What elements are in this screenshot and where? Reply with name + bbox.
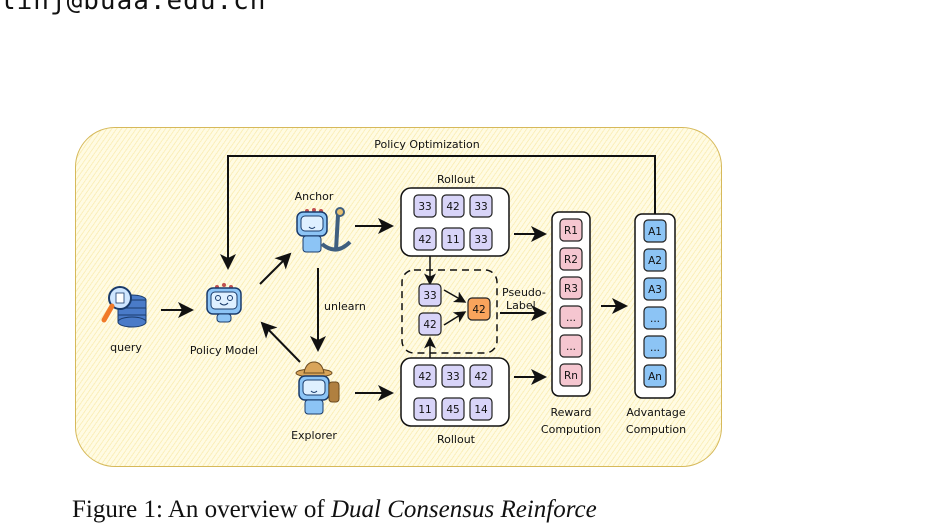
- explorer-to-policy-arrow: [260, 321, 301, 363]
- rollout-top-cell: [469, 227, 493, 251]
- figure-panel: [75, 127, 722, 467]
- query-label: query: [110, 341, 142, 354]
- advantage-cell: [643, 219, 667, 243]
- explorer-label: Explorer: [291, 429, 337, 442]
- rollout-top-cell-text: 42: [446, 201, 459, 213]
- reward-cell-text: ...: [566, 312, 576, 324]
- consensus-input-cell-text: 33: [423, 290, 436, 302]
- rollout-top-cell: [413, 194, 437, 218]
- vote-arrow-1: [443, 289, 467, 303]
- rollout-top-cell-text: 42: [418, 234, 431, 246]
- reward-cell: [559, 363, 583, 387]
- rollout-top-cell: [413, 227, 437, 251]
- rollout-bottom-cell-text: 11: [418, 404, 431, 416]
- rollout-bottom-cell: [413, 397, 437, 421]
- rollout-top-cell-text: 33: [418, 201, 431, 213]
- advantage-cell: [643, 277, 667, 301]
- advantage-cell: [643, 248, 667, 272]
- policy-optimization-label: Policy Optimization: [374, 138, 480, 151]
- advantage-cell: [643, 335, 667, 359]
- advantage-cell-text: A1: [648, 226, 662, 238]
- rollout-bottom-cell: [469, 397, 493, 421]
- pseudo-label-line2: Label: [506, 299, 536, 312]
- reward-label-line2: Compution: [541, 423, 601, 436]
- reward-label-line1: Reward: [551, 406, 592, 419]
- consensus-input-cell: [418, 312, 442, 336]
- rollout-top-cell-text: 33: [474, 201, 487, 213]
- advantage-cell-text: A2: [648, 255, 662, 267]
- reward-cell: [559, 305, 583, 329]
- reward-cell: [559, 218, 583, 242]
- policy-optimization-loop: [220, 155, 656, 270]
- advantage-label-line1: Advantage: [626, 406, 686, 419]
- rollout-top-cell: [441, 227, 465, 251]
- author-email: linj@buaa.edu.cn: [0, 0, 267, 16]
- advantage-cell: [643, 364, 667, 388]
- reward-cell: [559, 276, 583, 300]
- query-database-icon: [101, 286, 147, 328]
- advantage-cell-text: ...: [650, 342, 660, 354]
- rollout-bottom-label: Rollout: [437, 433, 476, 446]
- rollout-bottom-cell: [413, 364, 437, 388]
- reward-cell: [559, 334, 583, 358]
- rollout-top-label: Rollout: [437, 173, 476, 186]
- consensus-output-cell-text: 42: [472, 304, 485, 316]
- figure-caption: Figure 1: An overview of Dual Consensus …: [72, 496, 597, 524]
- consensus-input-cell-text: 42: [423, 319, 436, 331]
- reward-cell-text: R1: [564, 225, 578, 237]
- reward-cell-text: ...: [566, 341, 576, 353]
- reward-cell-text: R2: [564, 254, 578, 266]
- caption-method-name: Dual Consensus Reinforce: [330, 496, 597, 523]
- caption-prefix: Figure 1: An overview of: [72, 496, 331, 523]
- rollout-bottom-cell-text: 33: [446, 371, 459, 383]
- advantage-cell: [643, 306, 667, 330]
- rollout-top-cell: [469, 194, 493, 218]
- rollout-top-cell-text: 33: [474, 234, 487, 246]
- policy-model-robot-icon: [206, 283, 242, 323]
- pseudo-label-line1: Pseudo-: [502, 286, 546, 299]
- rollout-top-cell: [441, 194, 465, 218]
- policy-model-label: Policy Model: [190, 344, 258, 357]
- rollout-bottom-cell-text: 42: [418, 371, 431, 383]
- advantage-cell-text: An: [648, 371, 662, 383]
- rollout-bottom-cell-text: 14: [474, 404, 488, 416]
- consensus-input-cell: [418, 283, 442, 307]
- reward-cell: [559, 247, 583, 271]
- rollout-top-cell-text: 11: [446, 234, 459, 246]
- policy-to-anchor-arrow: [259, 252, 292, 285]
- rollout-bottom-cell: [441, 397, 465, 421]
- rollout-bottom-cell: [441, 364, 465, 388]
- reward-cell-text: Rn: [564, 370, 578, 382]
- rollout-bottom-cell-text: 42: [474, 371, 487, 383]
- unlearn-label: unlearn: [324, 300, 366, 313]
- advantage-cell-text: A3: [648, 284, 662, 296]
- consensus-output-cell: [467, 297, 491, 321]
- rollout-bottom-cell: [469, 364, 493, 388]
- reward-cell-text: R3: [564, 283, 578, 295]
- explorer-robot-icon: [295, 361, 340, 415]
- vote-arrow-2: [443, 311, 467, 326]
- advantage-label-line2: Compution: [626, 423, 686, 436]
- anchor-label: Anchor: [295, 190, 334, 203]
- rollout-bottom-cell-text: 45: [446, 404, 459, 416]
- advantage-cell-text: ...: [650, 313, 660, 325]
- anchor-robot-icon: [296, 207, 352, 253]
